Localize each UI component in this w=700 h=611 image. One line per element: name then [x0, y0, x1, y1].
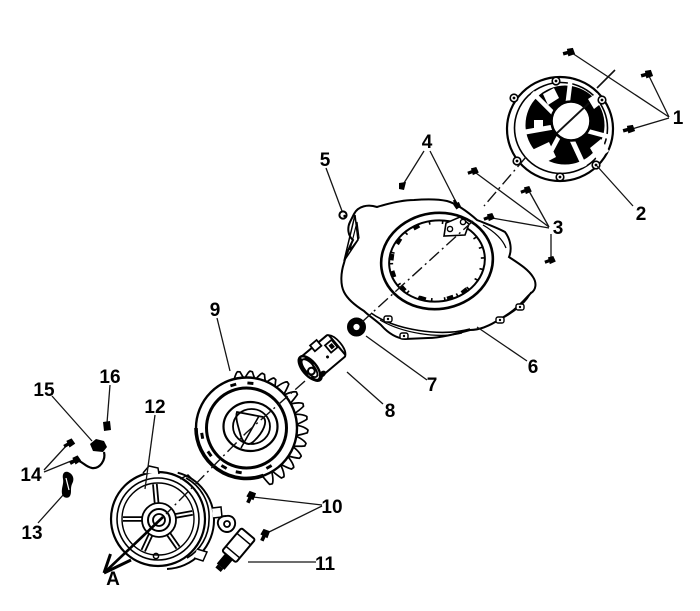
svg-text:11: 11	[315, 554, 336, 575]
svg-text:9: 9	[210, 300, 221, 321]
svg-text:2: 2	[636, 204, 647, 225]
svg-text:14: 14	[20, 465, 42, 486]
svg-text:A: A	[106, 569, 120, 590]
svg-text:3: 3	[553, 218, 564, 239]
svg-text:13: 13	[21, 523, 42, 544]
svg-text:8: 8	[385, 401, 396, 422]
svg-text:15: 15	[33, 380, 55, 401]
svg-text:1: 1	[673, 108, 684, 129]
svg-text:6: 6	[528, 357, 539, 378]
svg-text:16: 16	[99, 367, 120, 388]
svg-text:4: 4	[422, 132, 433, 153]
svg-text:5: 5	[320, 150, 331, 171]
svg-text:7: 7	[427, 375, 438, 396]
svg-text:12: 12	[144, 397, 165, 418]
svg-text:10: 10	[321, 497, 342, 518]
